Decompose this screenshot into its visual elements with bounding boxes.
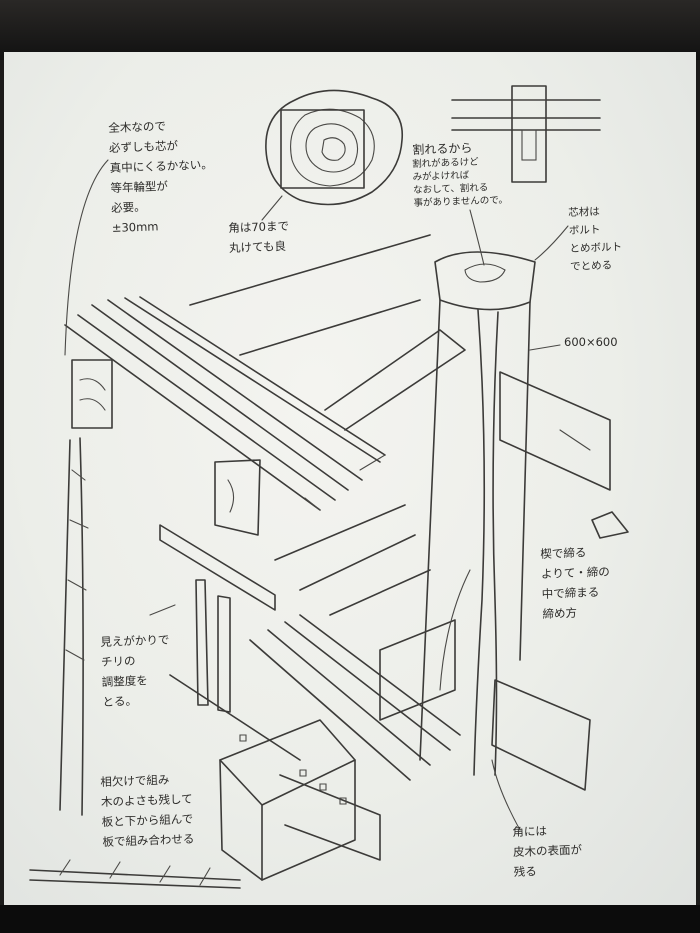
joint-detail-drawing	[451, 85, 601, 183]
lower-assembly-drawing	[29, 504, 461, 889]
note-crack-detail: 割れがあるけど みがよければ なおして、割れる 事がありませんので。	[412, 156, 509, 209]
note-wedge: 楔で締る よりて・締の 中で締まる 締め方	[540, 545, 611, 621]
room-floor-bottom	[0, 905, 700, 933]
room-wall-top	[0, 0, 700, 60]
main-post-drawing	[419, 251, 536, 776]
wedge-drawing	[591, 511, 629, 539]
annotation-leader-lines	[64, 159, 569, 831]
tall-pole-drawing	[59, 437, 89, 816]
crossbeam-drawing	[71, 234, 611, 791]
note-chiri: 見えがかりで チリの 調整度を とる。	[100, 632, 170, 709]
note-plank: 相欠けで組み 木のよさも残して 板と下から組んで 板で組み合わせる	[100, 772, 195, 849]
log-end-grain-drawing	[265, 89, 403, 206]
slatted-deck-drawing	[64, 296, 386, 536]
note-corner-round: 角は70まで 丸けても良	[228, 218, 290, 255]
note-post-size: 600×600	[564, 335, 618, 349]
note-log-center: 全木なので 必ずしも芯が 真中にくるかない。 等年輪型が 必要。 ±30mm	[108, 118, 213, 235]
note-core-bolt: 芯材は ボルト とめボルト でとめる	[568, 205, 623, 273]
note-bottom-corner: 角には 皮木の表面が 残る	[512, 823, 583, 879]
projection-screen	[4, 52, 696, 907]
